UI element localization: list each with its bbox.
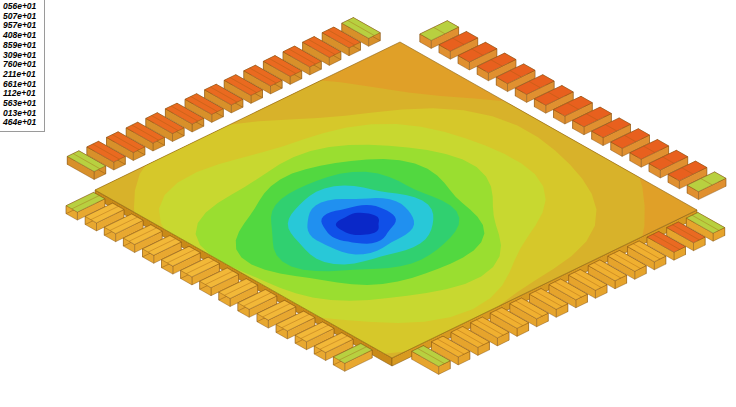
lead-bend xyxy=(434,27,445,33)
contour-band xyxy=(82,79,645,384)
lead-bend xyxy=(129,228,156,241)
front-leads xyxy=(66,192,725,374)
lead-bend xyxy=(663,157,674,163)
contour-band xyxy=(336,213,379,235)
lead-top xyxy=(573,107,612,127)
lead-top xyxy=(66,192,105,212)
lead-top xyxy=(515,75,554,95)
lead-top xyxy=(219,279,258,299)
lead-bend xyxy=(682,168,693,174)
lead-bend xyxy=(491,60,502,66)
lead-bend xyxy=(301,325,328,338)
lead-bend xyxy=(186,260,213,273)
lead-top xyxy=(630,140,669,160)
contour-band xyxy=(196,145,501,301)
lead-bend xyxy=(605,125,616,131)
lead-bend xyxy=(244,293,271,306)
contour-band xyxy=(288,186,434,265)
contour-band xyxy=(236,159,485,285)
lead-top xyxy=(592,118,631,138)
lead-bend xyxy=(472,49,483,55)
lead-bend xyxy=(625,135,636,141)
lead-bend xyxy=(692,215,719,230)
lead-top xyxy=(162,246,201,266)
legend-value: 507e+01 xyxy=(3,12,36,21)
lead-top xyxy=(420,21,459,41)
legend-value: 661e+01 xyxy=(3,80,36,89)
contour-band xyxy=(307,198,414,254)
lead-bend xyxy=(567,103,578,109)
lead-bend xyxy=(167,250,194,263)
lead-top xyxy=(104,214,143,234)
lead-bend xyxy=(510,71,521,77)
contour-band xyxy=(321,205,396,244)
lead-bend xyxy=(339,347,366,360)
lead-top xyxy=(496,64,535,84)
legend-box: 056e+01507e+01957e+01408e+01859e+01309e+… xyxy=(0,0,45,132)
lead-bend xyxy=(263,304,290,317)
lead-top xyxy=(477,53,516,73)
legend-value: 112e+01 xyxy=(3,89,36,98)
lead-top xyxy=(534,86,573,106)
lead-top xyxy=(295,322,334,342)
legend-value: 013e+01 xyxy=(3,109,36,118)
lead-top xyxy=(649,150,688,170)
lead-top xyxy=(200,268,239,288)
lead-top xyxy=(333,344,372,364)
legend-value: 408e+01 xyxy=(3,31,36,40)
pad-outline xyxy=(95,42,697,358)
lead-bend xyxy=(348,20,375,35)
lead-bend xyxy=(701,179,712,185)
legend-value: 309e+01 xyxy=(3,51,36,60)
die-pad xyxy=(82,42,697,383)
legend-value: 957e+01 xyxy=(3,21,36,30)
lead-bend xyxy=(72,196,99,209)
lead-top xyxy=(143,236,182,256)
lead-top xyxy=(554,96,593,116)
lead-bend xyxy=(148,239,175,252)
lead-bend xyxy=(110,217,137,230)
lead-top xyxy=(342,18,380,39)
lead-top xyxy=(687,172,726,192)
lead-top xyxy=(686,213,724,234)
lead-top xyxy=(238,290,277,310)
lead-top xyxy=(611,129,650,149)
lead-top xyxy=(668,161,707,181)
lead-top xyxy=(85,203,124,223)
legend-value: 760e+01 xyxy=(3,60,36,69)
stress-contours xyxy=(82,79,645,384)
lead-bend xyxy=(224,282,251,295)
contour-band xyxy=(271,172,459,271)
contour-band xyxy=(134,108,597,354)
lead-top xyxy=(276,311,315,331)
lead-bend xyxy=(586,114,597,120)
lead-top xyxy=(257,300,296,320)
legend-value: 859e+01 xyxy=(3,41,36,50)
lead-top xyxy=(314,333,353,353)
legend-value: 464e+01 xyxy=(3,118,36,127)
legend-value: 056e+01 xyxy=(3,2,36,11)
legend-value: 211e+01 xyxy=(3,70,36,79)
lead-top xyxy=(123,225,162,245)
legend-value: 563e+01 xyxy=(3,99,36,108)
lead-bend xyxy=(320,336,347,349)
lead-bend xyxy=(282,314,309,327)
lead-top xyxy=(439,32,478,52)
lead-bend xyxy=(91,206,118,219)
lead-bend xyxy=(644,146,655,152)
lead-top xyxy=(458,42,497,62)
lead-bend xyxy=(453,38,464,44)
lead-top xyxy=(181,257,220,277)
contour-band xyxy=(159,124,546,323)
lead-bend xyxy=(529,81,540,87)
lead-bend xyxy=(205,271,232,284)
lead-bend xyxy=(548,92,559,98)
